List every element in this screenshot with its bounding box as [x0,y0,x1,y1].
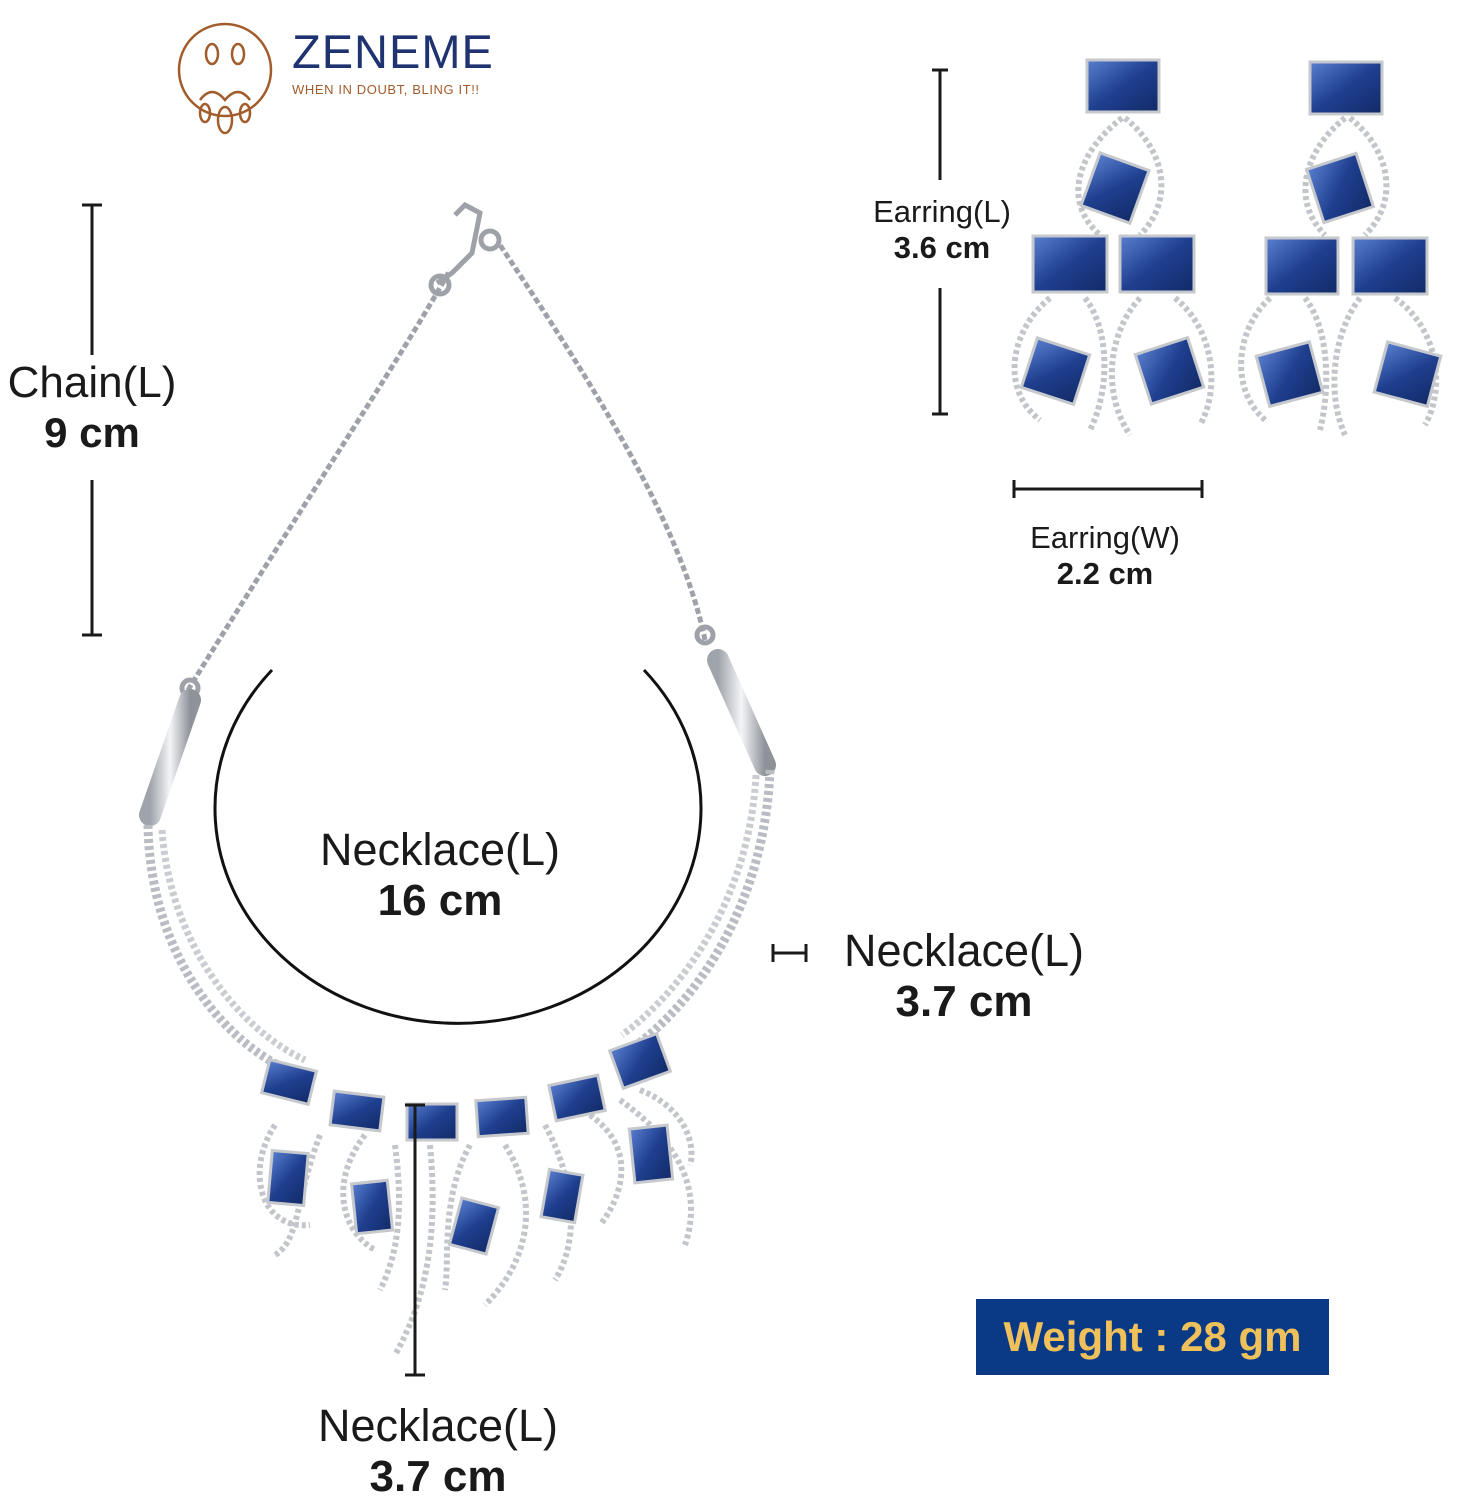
necklace-band-width-value: 3.7 cm [895,976,1033,1026]
necklace-circle-value: 16 cm [377,875,503,925]
necklace-band-icon [139,649,776,1080]
necklace-drop-name: Necklace(L) [317,1400,559,1451]
earring-left-icon [1011,58,1215,437]
earring-width-dimension-icon [1012,480,1204,498]
necklace-top-stones-icon [259,1031,673,1142]
earring-length-name: Earring(L) [873,194,1011,229]
earring-length-dimension-icon [932,68,948,416]
necklace-circle-name: Necklace(L) [319,824,561,875]
brand-tagline: WHEN IN DOUBT, BLING IT!! [292,82,480,97]
necklace-band-width-label: Necklace(L) 3.7 cm [815,925,1113,1027]
chain-length-dimension-icon [82,203,102,637]
chain-length-value: 9 cm [44,408,140,456]
necklace-drop-label: Necklace(L) 3.7 cm [288,1400,588,1502]
necklace-tendrils-icon [256,1087,695,1357]
clasp-icon [179,201,716,699]
necklace-length-arc-icon [213,668,703,1025]
necklace-circle-label: Necklace(L) 16 cm [290,824,590,926]
earring-length-label: Earring(L) 3.6 cm [850,194,1034,265]
earring-length-value: 3.6 cm [893,229,991,265]
earring-right-icon [1238,60,1443,437]
earring-width-label: Earring(W) 2.2 cm [1010,520,1200,591]
weight-badge: Weight : 28 gm [976,1299,1329,1375]
chain-length-label: Chain(L) 9 cm [0,358,184,457]
earring-width-value: 2.2 cm [1056,555,1154,591]
necklace-dangle-stones-icon [266,1123,675,1256]
necklace-band-width-dimension-icon [771,944,808,962]
earring-width-name: Earring(W) [1030,520,1180,555]
brand-logo-icon [177,22,273,135]
chain-length-name: Chain(L) [7,358,177,407]
weight-text: Weight : 28 gm [1003,1313,1302,1360]
necklace-band-width-name: Necklace(L) [843,925,1085,976]
necklace-drop-value: 3.7 cm [369,1451,507,1501]
necklace-chain-icon [185,243,708,692]
brand-name: ZENEME [292,25,494,78]
necklace-drop-dimension-icon [405,1103,425,1377]
